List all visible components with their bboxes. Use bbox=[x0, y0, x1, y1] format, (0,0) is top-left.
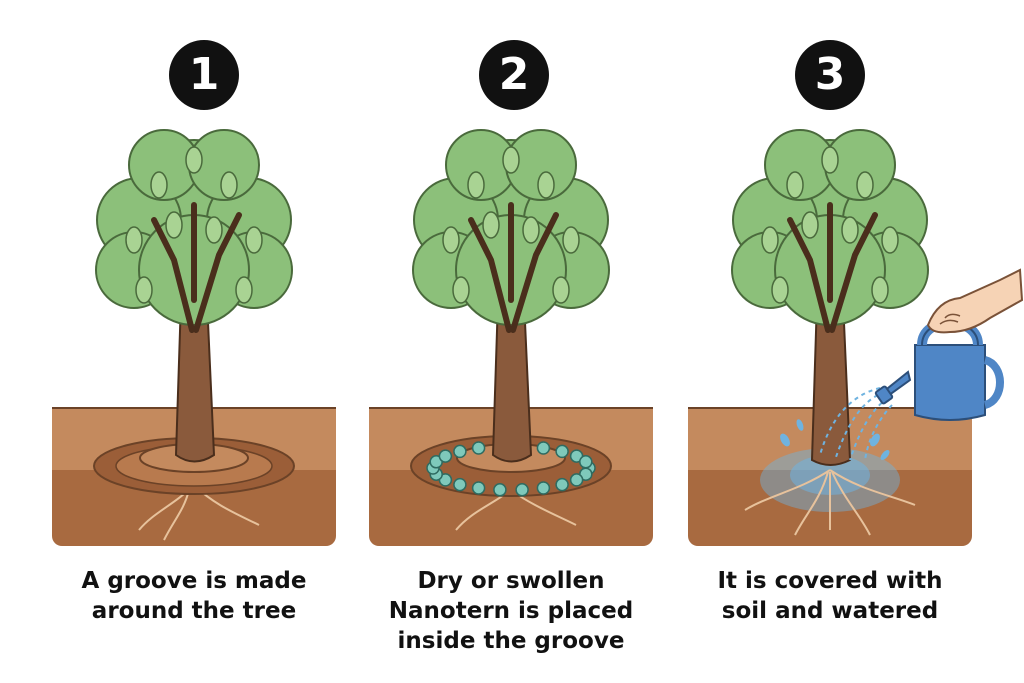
step-3-illustration bbox=[688, 129, 1024, 546]
step-1-number-badge: 1 bbox=[169, 40, 239, 110]
caption-line: inside the groove bbox=[397, 628, 625, 654]
nanotern-bead bbox=[453, 477, 467, 492]
tree bbox=[95, 129, 293, 463]
caption-line: Nanotern is placed bbox=[388, 598, 634, 624]
tree bbox=[412, 129, 610, 463]
nanotern-bead bbox=[555, 444, 569, 459]
water-stream bbox=[819, 387, 893, 461]
caption-line: soil and watered bbox=[721, 598, 939, 624]
tree bbox=[731, 129, 929, 466]
step-2-caption: Dry or swollen Nanotern is placed inside… bbox=[341, 566, 681, 656]
watering-can-icon bbox=[874, 317, 1004, 421]
nanotern-bead bbox=[515, 483, 529, 497]
step-2-illustration bbox=[369, 129, 653, 546]
step-2-panel: 2 Dry or swollen Nanotern is placed insi… bbox=[341, 0, 681, 683]
step-3-panel: 3 It is covered with soil and watered bbox=[660, 0, 1024, 683]
caption-line: A groove is made bbox=[81, 568, 307, 594]
roots bbox=[744, 469, 916, 536]
nanotern-bead bbox=[438, 449, 453, 463]
nanotern-bead bbox=[569, 473, 584, 487]
nanotern-bead bbox=[493, 483, 507, 497]
caption-line: around the tree bbox=[91, 598, 297, 624]
step-1-illustration bbox=[52, 129, 336, 546]
step-1-panel: 1 A groove is made around the tree bbox=[24, 0, 364, 683]
step-2-number-badge: 2 bbox=[479, 40, 549, 110]
hand-icon bbox=[926, 268, 1024, 334]
nanotern-bead bbox=[536, 441, 551, 455]
nanotern-bead bbox=[555, 477, 569, 492]
nanotern-bead bbox=[471, 441, 486, 455]
step-1-caption: A groove is made around the tree bbox=[24, 566, 364, 626]
nanotern-bead bbox=[579, 455, 593, 469]
water-splash bbox=[780, 419, 890, 460]
nanotern-bead bbox=[453, 444, 467, 459]
caption-line: It is covered with bbox=[717, 568, 943, 594]
step-3-number-badge: 3 bbox=[795, 40, 865, 110]
nanotern-bead bbox=[536, 481, 551, 495]
nanotern-bead bbox=[471, 481, 486, 495]
step-3-caption: It is covered with soil and watered bbox=[660, 566, 1000, 626]
caption-line: Dry or swollen bbox=[417, 568, 605, 594]
